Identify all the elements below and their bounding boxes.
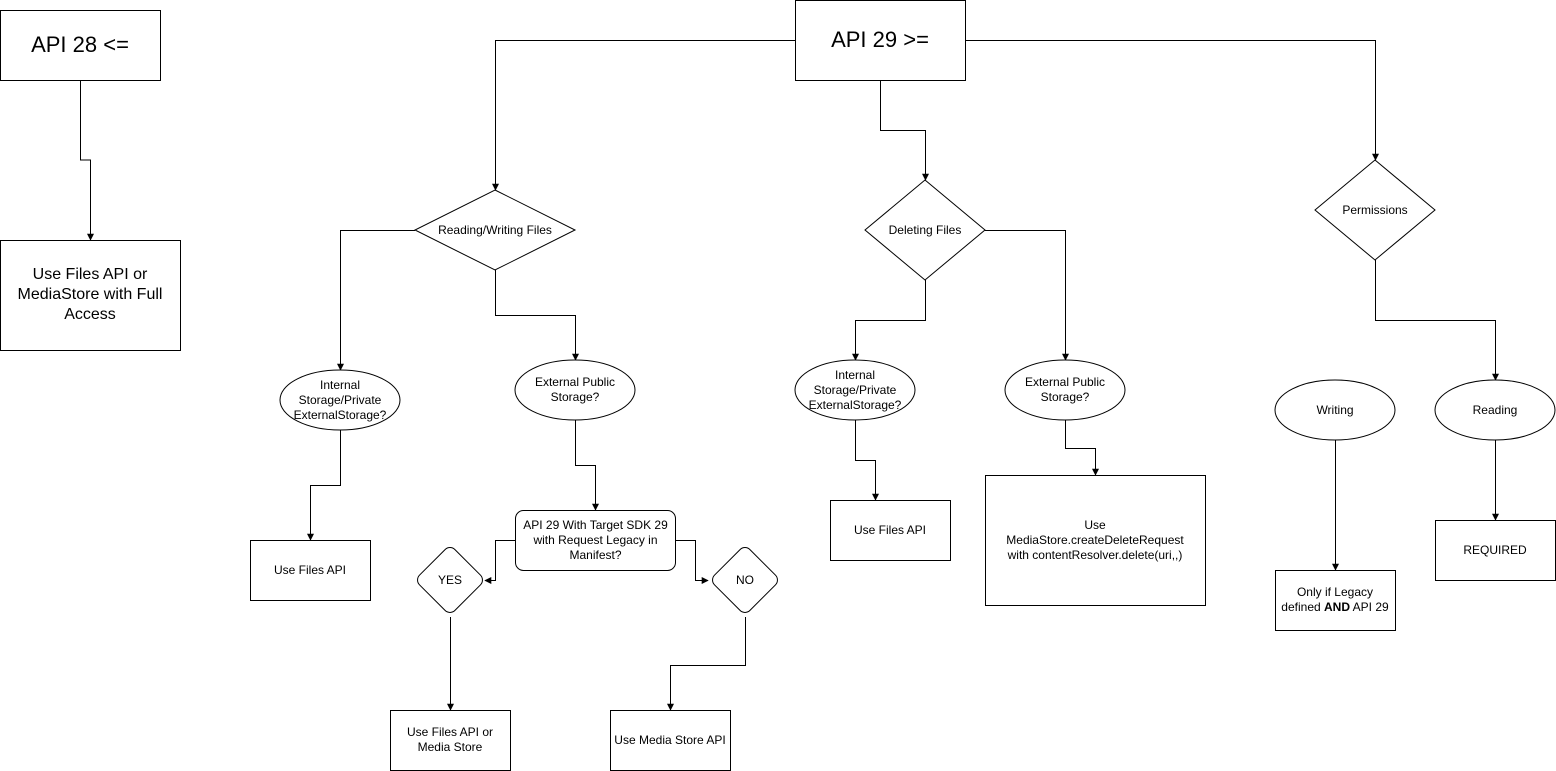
- connector: [337, 230, 415, 371]
- connector: [1065, 420, 1099, 476]
- connector: [575, 420, 599, 511]
- api29-box: [795, 0, 966, 81]
- rw-internal-action-box: [250, 540, 371, 601]
- connector: [484, 540, 515, 584]
- reading-action-box: [1435, 520, 1556, 581]
- rw-legacy-label: API 29 With Target SDK 29 with Request L…: [523, 517, 668, 562]
- yes-action-label: Use Files API or Media Store: [406, 725, 494, 754]
- api28-action-label: Use Files API or MediaStore with Full Ac…: [17, 266, 163, 323]
- api28-box: [0, 10, 161, 81]
- writing-action-box: [1275, 570, 1396, 631]
- writing-label: Writing: [1316, 402, 1354, 417]
- connector: [80, 80, 94, 241]
- rw-internal-label: Internal Storage/Private ExternalStorage…: [293, 377, 387, 422]
- perm-decision-label: Permissions: [1342, 202, 1408, 217]
- connector: [880, 80, 929, 181]
- writing-action-pre: Only if Legacy defined: [1281, 585, 1374, 614]
- yes-label: YES: [437, 572, 462, 587]
- no-label: NO: [736, 572, 754, 587]
- del-external-action-label: Use MediaStore.createDeleteRequest with …: [1006, 517, 1184, 562]
- connector: [307, 430, 341, 541]
- reading-action-label: REQUIRED: [1463, 542, 1527, 557]
- del-external-label: External Public Storage?: [1024, 375, 1106, 404]
- rw-internal-action-label: Use Files API: [273, 562, 347, 577]
- connector: [492, 40, 795, 191]
- connector: [966, 40, 1379, 161]
- no-diamond: [712, 547, 778, 613]
- writing-action-text: Only if Legacy defined AND API 29: [1277, 585, 1393, 615]
- connector: [1375, 260, 1499, 381]
- connector: [855, 420, 879, 501]
- rw-decision-label: Reading/Writing Files: [438, 222, 552, 237]
- del-external-action-box: [985, 475, 1206, 606]
- reading-label: Reading: [1472, 402, 1518, 417]
- writing-action-post: API 29: [1350, 600, 1389, 614]
- del-internal-action-label: Use Files API: [853, 522, 927, 537]
- del-decision-label: Deleting Files: [888, 222, 962, 237]
- api29-label: API 29 >=: [831, 27, 929, 53]
- connector: [676, 540, 709, 584]
- del-internal-label: Internal Storage/Private ExternalStorage…: [808, 367, 902, 412]
- del-internal-action-box: [830, 500, 951, 561]
- api28-label: API 28 <=: [31, 32, 129, 58]
- connector: [985, 230, 1069, 361]
- api28-action-box: [0, 240, 181, 351]
- connector: [667, 617, 746, 711]
- writing-action-strong: AND: [1324, 600, 1350, 614]
- no-action-box: [610, 710, 731, 771]
- no-action-label: Use Media Store API: [614, 732, 726, 747]
- connector: [495, 270, 579, 361]
- yes-diamond: [417, 547, 483, 613]
- rw-external-label: External Public Storage?: [534, 375, 616, 404]
- writing-action-label: Only if Legacy defined AND API 29: [1277, 570, 1393, 630]
- connector: [852, 280, 926, 361]
